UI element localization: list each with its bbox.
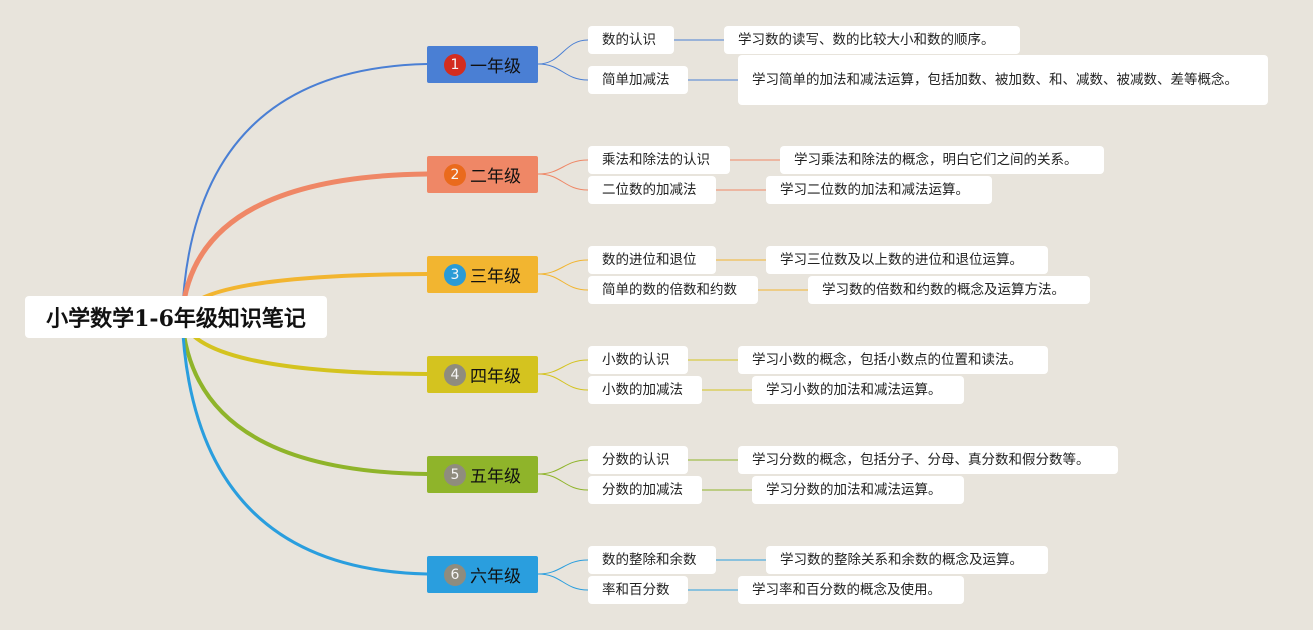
topic-label: 乘法和除法的认识 [602,151,710,168]
topic-node[interactable]: 小数的认识 [588,346,688,374]
grade-number-badge: 6 [444,563,466,586]
topic-description-text: 学习数的倍数和约数的概念及运算方法。 [822,281,1065,298]
topic-node[interactable]: 率和百分数 [588,576,688,604]
topic-label: 率和百分数 [602,581,670,598]
topic-label: 数的整除和余数 [602,551,697,568]
topic-description-text: 学习数的整除关系和余数的概念及运算。 [780,551,1023,568]
topic-description-text: 学习小数的加法和减法运算。 [766,381,942,398]
topic-node[interactable]: 分数的认识 [588,446,688,474]
topic-label: 小数的加减法 [602,381,683,398]
topic-description-node[interactable]: 学习分数的加法和减法运算。 [752,476,964,504]
grade-label: 一年级 [470,57,521,77]
root-node[interactable]: 小学数学1-6年级知识笔记 [25,296,327,338]
topic-description-text: 学习乘法和除法的概念，明白它们之间的关系。 [794,151,1078,168]
topic-description-text: 学习二位数的加法和减法运算。 [780,181,969,198]
grade-label: 三年级 [470,267,521,287]
topic-node[interactable]: 小数的加减法 [588,376,702,404]
topic-label: 数的进位和退位 [602,251,697,268]
topic-label: 分数的加减法 [602,481,683,498]
topic-description-node[interactable]: 学习数的整除关系和余数的概念及运算。 [766,546,1048,574]
grade-number-badge: 2 [444,163,466,186]
topic-description-node[interactable]: 学习乘法和除法的概念，明白它们之间的关系。 [780,146,1104,174]
topic-description-node[interactable]: 学习分数的概念，包括分子、分母、真分数和假分数等。 [738,446,1118,474]
topic-node[interactable]: 数的认识 [588,26,674,54]
topic-description-text: 学习三位数及以上数的进位和退位运算。 [780,251,1023,268]
topic-node[interactable]: 乘法和除法的认识 [588,146,730,174]
topic-label: 简单的数的倍数和约数 [602,281,737,298]
topic-node[interactable]: 分数的加减法 [588,476,702,504]
grade-label: 二年级 [470,167,521,187]
topic-label: 数的认识 [602,31,656,48]
topic-node[interactable]: 简单的数的倍数和约数 [588,276,758,304]
topic-description-text: 学习数的读写、数的比较大小和数的顺序。 [738,31,995,48]
topic-node[interactable]: 二位数的加减法 [588,176,716,204]
topic-label: 分数的认识 [602,451,670,468]
topic-node[interactable]: 简单加减法 [588,66,688,94]
topic-description-text: 学习分数的概念，包括分子、分母、真分数和假分数等。 [752,451,1090,468]
topic-description-node[interactable]: 学习率和百分数的概念及使用。 [738,576,964,604]
topic-description-text: 学习率和百分数的概念及使用。 [752,581,941,598]
topic-description-node[interactable]: 学习数的读写、数的比较大小和数的顺序。 [724,26,1020,54]
grade-number-badge: 1 [444,53,466,76]
topic-description-node[interactable]: 学习小数的概念，包括小数点的位置和读法。 [738,346,1048,374]
topic-description-node[interactable]: 学习数的倍数和约数的概念及运算方法。 [808,276,1090,304]
topic-description-node[interactable]: 学习二位数的加法和减法运算。 [766,176,992,204]
grade-number-badge: 4 [444,363,466,386]
topic-description-node[interactable]: 学习简单的加法和减法运算，包括加数、被加数、和、减数、被减数、差等概念。 [738,55,1268,105]
topic-label: 小数的认识 [602,351,670,368]
grade-label: 六年级 [470,567,521,587]
topic-description-text: 学习小数的概念，包括小数点的位置和读法。 [752,351,1022,368]
topic-description-node[interactable]: 学习三位数及以上数的进位和退位运算。 [766,246,1048,274]
grade-number-badge: 5 [444,463,466,486]
grade-number-badge: 3 [444,263,466,286]
topic-description-text: 学习分数的加法和减法运算。 [766,481,942,498]
topic-label: 简单加减法 [602,71,670,88]
topic-node[interactable]: 数的整除和余数 [588,546,716,574]
grade-label: 四年级 [470,367,521,387]
topic-label: 二位数的加减法 [602,181,697,198]
topic-description-node[interactable]: 学习小数的加法和减法运算。 [752,376,964,404]
grade-label: 五年级 [470,467,521,487]
topic-node[interactable]: 数的进位和退位 [588,246,716,274]
root-title: 小学数学1-6年级知识笔记 [46,306,306,332]
topic-description-text: 学习简单的加法和减法运算，包括加数、被加数、和、减数、被减数、差等概念。 [752,71,1238,88]
